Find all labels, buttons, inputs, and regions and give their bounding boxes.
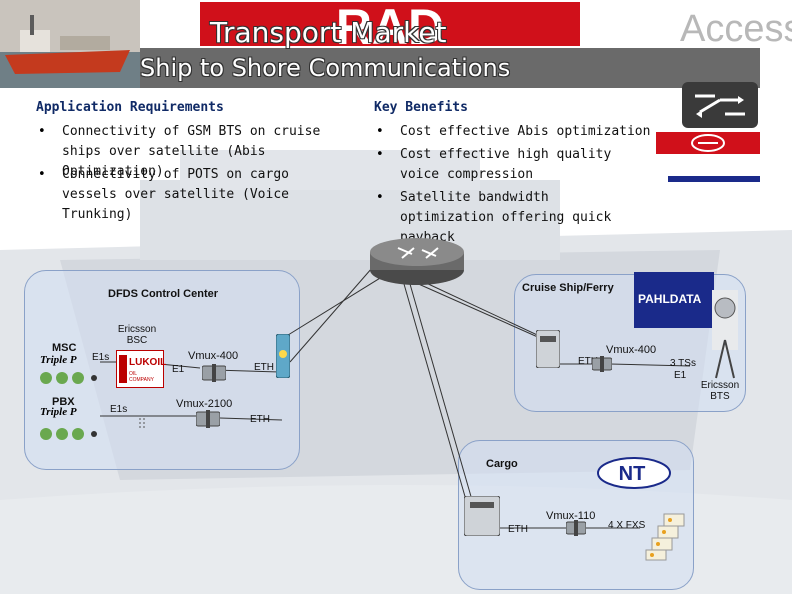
blue-bar — [668, 176, 760, 182]
vmux400-left-label: Vmux-400 — [188, 350, 239, 362]
lukoil-brand: LUKOIL — [129, 357, 167, 368]
bts-label: Ericsson BTS — [700, 380, 740, 402]
vmux110-label: Vmux-110 — [546, 510, 596, 522]
cruise-device — [536, 330, 560, 368]
router-icon — [370, 238, 464, 285]
nt-logo: NT — [597, 457, 671, 489]
modem-icon — [592, 356, 612, 372]
lukoil-logo: LUKOIL OIL COMPANY — [116, 350, 167, 388]
dfds-title: DFDS Control Center — [108, 288, 218, 300]
requirement-item: Connectivity of GSM BTS on cruise ships … — [62, 124, 321, 179]
page-subtitle: Ship to Shore Communications — [140, 54, 511, 82]
cargo-title: Cargo — [486, 458, 518, 470]
msc-device — [40, 372, 97, 384]
pbx-label: PBX — [52, 396, 75, 408]
bsc-label: Ericsson BSC — [117, 324, 157, 346]
cargo-device — [464, 496, 500, 536]
bts-tower-icon — [712, 290, 738, 379]
benefit-item: Cost effective Abis optimization — [400, 124, 651, 139]
triple-p-logo: Triple P — [40, 406, 77, 418]
svg-text:NT: NT — [619, 463, 646, 485]
bullet: • — [376, 124, 384, 139]
modem-icon — [202, 364, 226, 382]
ts3-label: 3 TSs — [670, 358, 696, 369]
e1s-bottom-label: E1s — [110, 404, 128, 415]
satellite-dish-icon — [276, 334, 290, 378]
modem-icon — [196, 410, 220, 428]
lukoil-sub: OIL COMPANY — [129, 371, 154, 383]
bullet: • — [376, 147, 384, 162]
cruise-title: Cruise Ship/Ferry — [522, 282, 614, 294]
eth-cargo-label: ETH — [508, 524, 528, 535]
msc-label: MSC — [52, 342, 77, 354]
modem-icon — [566, 520, 586, 536]
access-wordmark: Access — [680, 8, 792, 50]
pbx-device — [40, 428, 97, 440]
title-banner — [140, 48, 760, 88]
bullet: • — [38, 167, 46, 182]
benefits-heading: Key Benefits — [374, 100, 468, 115]
page-title: Transport Market — [210, 16, 447, 49]
svg-text:RAD: RAD — [336, 0, 444, 48]
eth-left-top-label: ETH — [254, 362, 274, 373]
ship-photo — [0, 0, 140, 88]
eth-left-bottom-label: ETH — [250, 414, 270, 425]
bullet: • — [38, 124, 46, 139]
vmux2100-label: Vmux-2100 — [176, 398, 233, 410]
benefit-item: Cost effective high quality voice compre… — [400, 147, 612, 182]
requirements-heading: Application Requirements — [36, 100, 224, 115]
red-bar-icon — [656, 132, 760, 154]
pahldata-text: PAHLDATA — [638, 292, 702, 306]
telephone-icon — [645, 513, 685, 561]
bullet: • — [376, 190, 384, 205]
eth-right-label: ETH — [578, 356, 598, 367]
vmux400-right-label: Vmux-400 — [606, 344, 657, 356]
switch-icon — [682, 82, 758, 128]
e1s-top-label: E1s — [92, 352, 110, 363]
e1-left-label: E1 — [172, 364, 185, 375]
lukoil-emblem — [119, 355, 127, 383]
requirement-item: Connectivity of POTS on cargo vessels ov… — [62, 167, 289, 222]
rad-logo: RAD — [140, 0, 580, 48]
pahldata-logo: PAHLDATA — [634, 272, 714, 328]
fxs-label: 4 X FXS — [608, 520, 646, 531]
triple-p-logo: Triple P — [40, 354, 77, 366]
e1-right-label: E1 — [674, 370, 687, 381]
